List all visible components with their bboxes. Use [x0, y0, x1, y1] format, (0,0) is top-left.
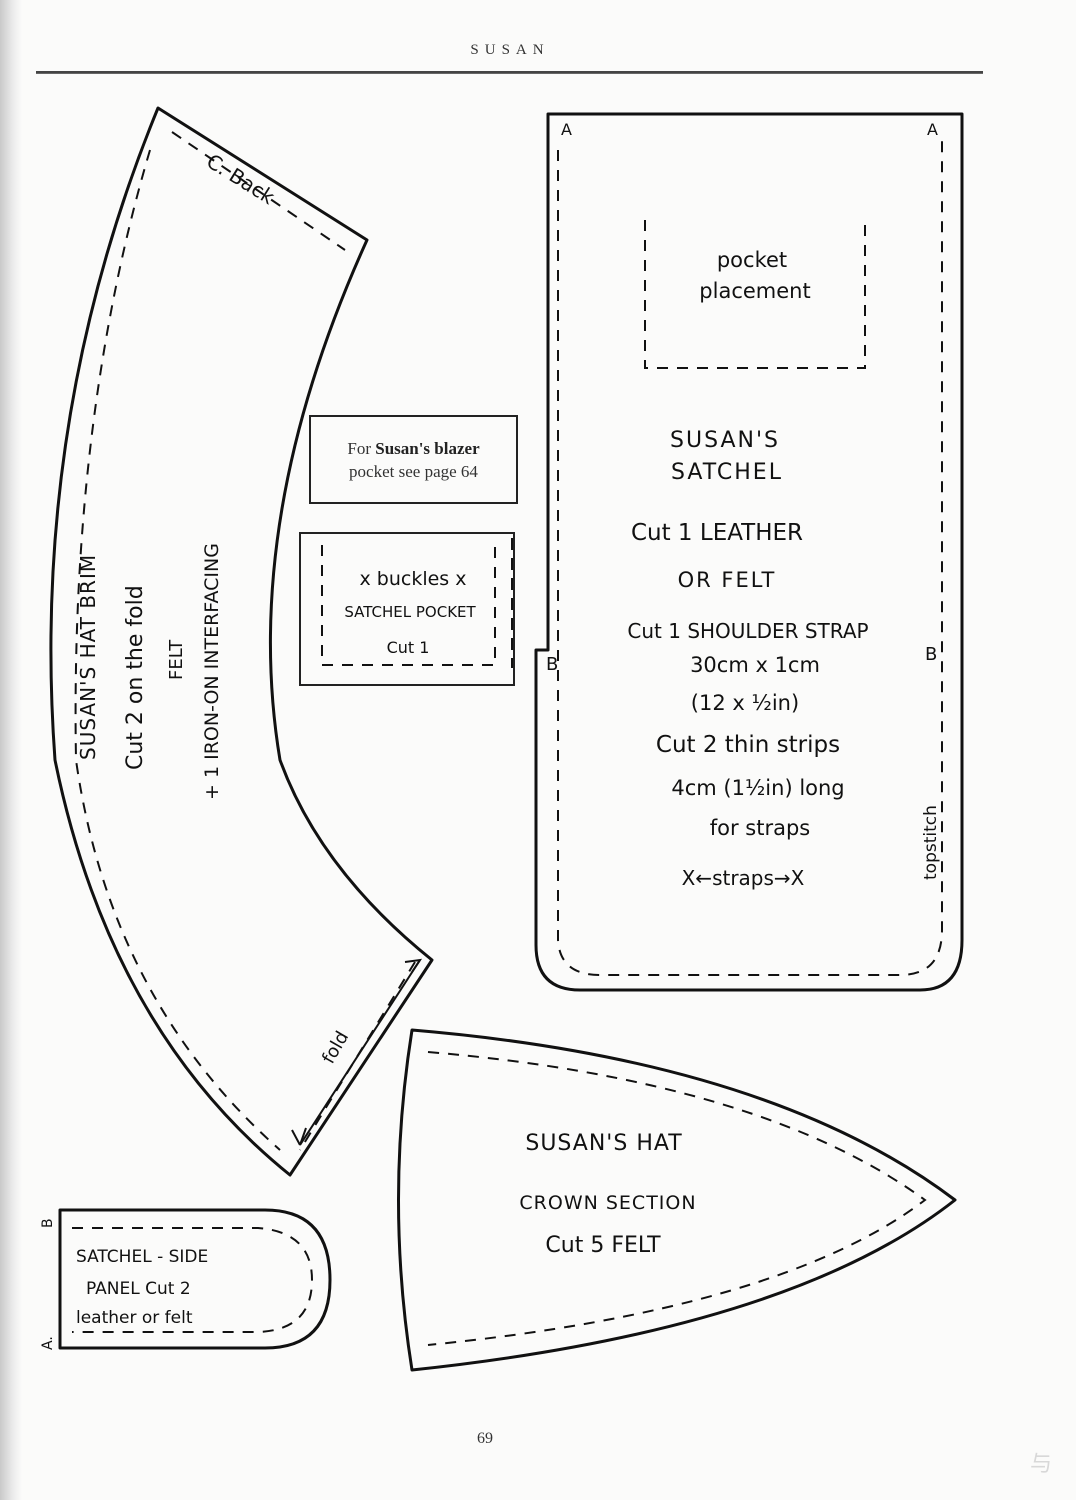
note-prefix: For — [347, 438, 376, 458]
side-panel-line3: leather or felt — [76, 1308, 193, 1328]
satchel-title-2: SATCHEL — [671, 460, 783, 485]
satchel-straps-mark: X←straps→X — [682, 866, 805, 890]
satchel-mark-b-left: B — [546, 654, 558, 675]
satchel-strap-line3: (12 x ½in) — [691, 691, 799, 715]
side-panel-line2: PANEL Cut 2 — [86, 1279, 191, 1299]
watermark: 与 — [1030, 1452, 1053, 1477]
fold-arrow — [299, 959, 421, 1146]
page-gutter-shadow — [0, 0, 22, 1500]
satchel-strap-line1: Cut 1 SHOULDER STRAP — [627, 619, 868, 643]
satchel-strips-line2: 4cm (1½in) long — [671, 776, 844, 800]
crown-line3: Cut 5 FELT — [545, 1233, 661, 1258]
side-panel-line1: SATCHEL - SIDE — [76, 1247, 208, 1267]
satchel-mark-b-right: B — [925, 644, 937, 665]
brim-interfacing: + 1 IRON-ON INTERFACING — [201, 543, 223, 800]
satchel-strips-line3: for straps — [710, 816, 811, 840]
brim-title: SUSAN'S HAT BRIM — [76, 554, 100, 760]
satchel-title-1: SUSAN'S — [670, 428, 780, 453]
side-panel-mark-a: A. — [40, 1336, 56, 1350]
brim-back-label: C. Back — [202, 149, 279, 209]
satchel-or-felt: OR FELT — [678, 568, 777, 592]
running-header: SUSAN — [470, 42, 550, 58]
satchel-pattern: A A B B pocket placement SUSAN'S SATCHEL… — [534, 112, 964, 992]
brim-fold-label: fold — [318, 1028, 353, 1068]
side-panel-mark-b: B — [40, 1218, 56, 1228]
pocket-cut: Cut 1 — [387, 638, 430, 657]
hat-brim-pattern: C. Back fold SUSAN'S HAT BRIM Cut 2 on t… — [49, 106, 434, 1177]
satchel-corner-a-right: A — [927, 120, 938, 139]
satchel-cut-leather: Cut 1 LEATHER — [631, 520, 803, 546]
header-rule — [36, 71, 983, 74]
pocket-placement-line2: placement — [699, 279, 810, 303]
brim-cut: Cut 2 on the fold — [123, 585, 148, 770]
satchel-strap-line2: 30cm x 1cm — [690, 653, 820, 677]
side-panel-pattern: B A. SATCHEL - SIDE PANEL Cut 2 leather … — [40, 1208, 332, 1350]
pocket-title: SATCHEL POCKET — [344, 603, 476, 621]
pocket-placement-line1: pocket — [717, 248, 787, 272]
satchel-pocket-pattern: x buckles x SATCHEL POCKET Cut 1 — [299, 532, 515, 686]
fold-arrowheads — [291, 958, 423, 1146]
satchel-strips-line1: Cut 2 thin strips — [656, 732, 840, 758]
note-line2: pocket see page 64 — [349, 461, 478, 481]
blazer-pocket-note: For Susan's blazer pocket see page 64 — [309, 415, 518, 504]
satchel-corner-a-left: A — [561, 120, 572, 139]
page-number: 69 — [477, 1430, 493, 1447]
crown-line2: CROWN SECTION — [519, 1192, 696, 1214]
satchel-topstitch-label: topstitch — [921, 805, 941, 880]
hat-crown-pattern: SUSAN'S HAT CROWN SECTION Cut 5 FELT — [397, 1028, 957, 1372]
note-bold: Susan's blazer — [375, 438, 480, 458]
pocket-buckles: x buckles x — [360, 568, 467, 590]
crown-line1: SUSAN'S HAT — [525, 1131, 682, 1156]
brim-material: FELT — [166, 639, 187, 680]
